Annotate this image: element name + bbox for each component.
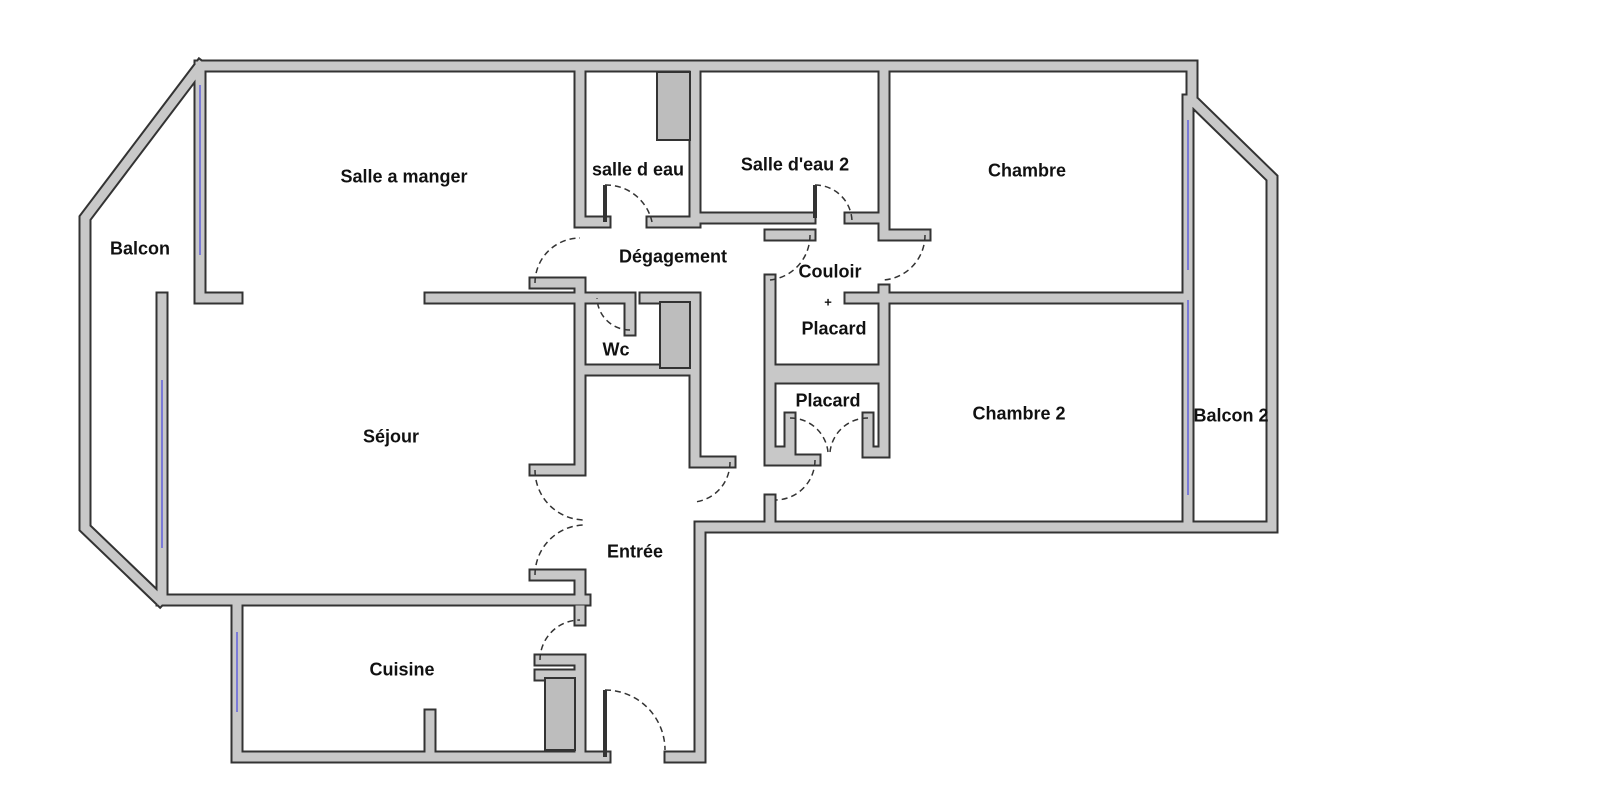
room-label-salle-a-manger: Salle a manger [340, 166, 468, 187]
room-label-couloir-placard: Placard [801, 318, 867, 339]
room-label-salle-d-eau-2: Salle d'eau 2 [740, 154, 850, 175]
room-label-sejour: Séjour [362, 426, 420, 447]
room-label-salle-d-eau: salle d eau [591, 159, 685, 180]
room-label-cuisine: Cuisine [369, 659, 435, 680]
room-label-chambre-2: Chambre 2 [972, 403, 1066, 424]
room-label-entree: Entrée [606, 541, 664, 562]
room-label-couloir: Couloir [798, 261, 862, 282]
room-label-wc: Wc [602, 339, 630, 360]
shafts [544, 71, 691, 751]
door-leaves [603, 185, 817, 757]
room-label-balcon: Balcon [109, 238, 171, 259]
room-label-chambre: Chambre [987, 160, 1067, 181]
room-label-plus: + [824, 294, 832, 310]
windows [161, 85, 1189, 712]
room-label-degagement: Dégagement [618, 246, 728, 267]
door-swings [534, 184, 926, 751]
room-label-placard: Placard [795, 390, 861, 411]
room-label-balcon-2: Balcon 2 [1193, 405, 1269, 426]
